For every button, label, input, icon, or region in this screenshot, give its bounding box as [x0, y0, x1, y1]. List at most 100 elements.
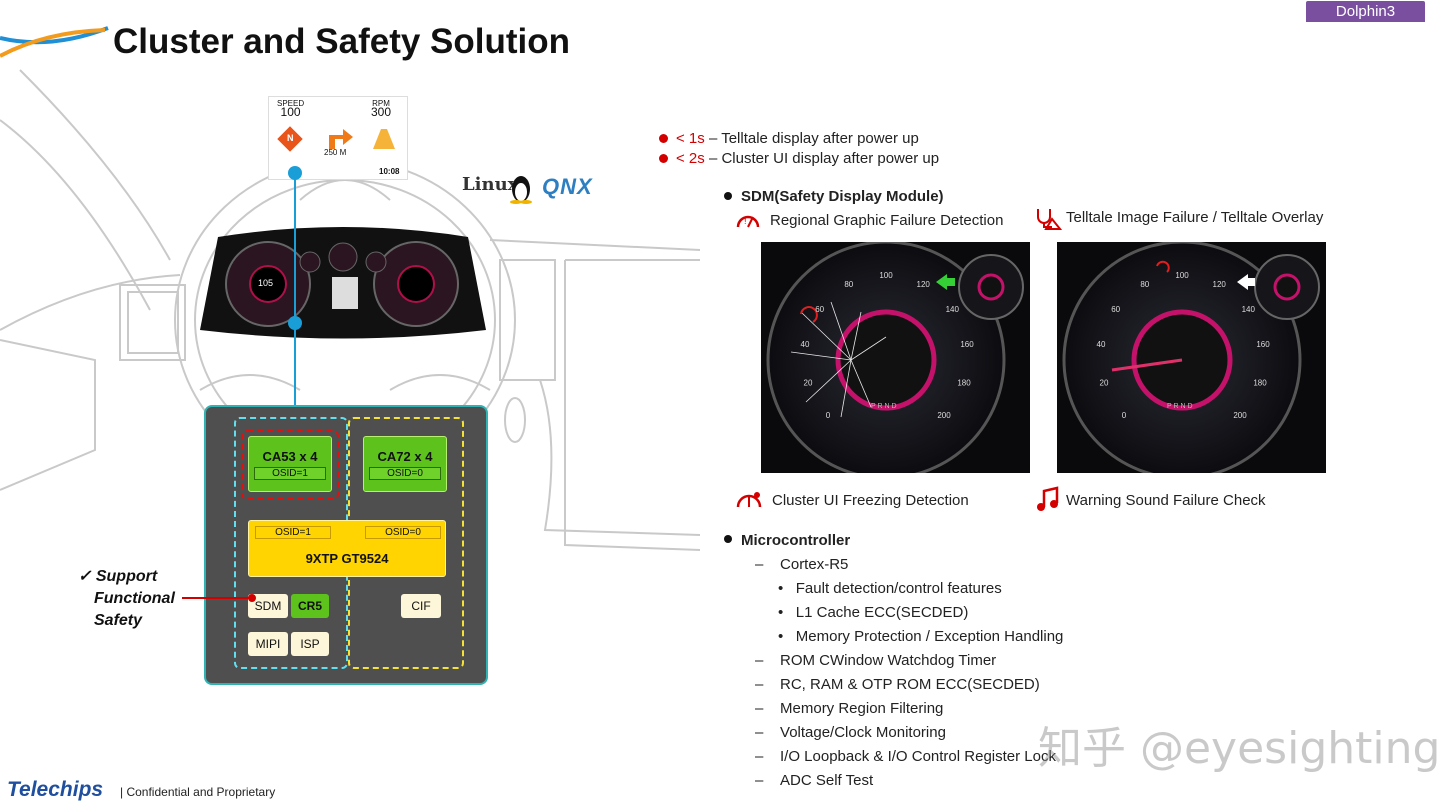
isp-chip: ISP — [291, 632, 329, 656]
cif-chip: CIF — [401, 594, 441, 618]
gauge-tick-label: 100 — [879, 271, 893, 280]
cr5-chip: CR5 — [291, 594, 329, 618]
gauge-tick-label: 80 — [844, 280, 853, 289]
micro-item-2-text: RC, RAM & OTP ROM ECC(SECDED) — [780, 676, 1040, 693]
micro-bullet — [724, 535, 732, 543]
sdm-regional: Regional Graphic Failure Detection — [770, 212, 1004, 229]
micro-item-5: – I/O Loopback & I/O Control Register Lo… — [755, 748, 1056, 765]
ca53-chip: CA53 x 4 OSID=1 — [248, 436, 332, 492]
gauge-tick-label: 40 — [801, 340, 810, 349]
cortex-item-1: • Fault detection/control features — [778, 580, 1002, 597]
gauge-tick-label: 0 — [826, 411, 831, 420]
safety-line-1: Support — [95, 568, 158, 585]
gauge-tick-label: 20 — [1100, 378, 1109, 387]
micro-item-6-text: ADC Self Test — [780, 772, 874, 789]
svg-text:!: ! — [744, 216, 747, 226]
micro-heading: Microcontroller — [741, 532, 851, 549]
gauge-warning-icon: ! — [736, 215, 760, 228]
gauge-tick-label: 180 — [1253, 378, 1267, 387]
micro-item-3-text: Memory Region Filtering — [780, 700, 944, 717]
gauge-tick-label: 120 — [917, 280, 931, 289]
micro-item-4-text: Voltage/Clock Monitoring — [780, 724, 946, 741]
telechips-logo: Telechips — [7, 778, 104, 801]
sdm-freezing: Cluster UI Freezing Detection — [772, 492, 969, 509]
micro-item-3: – Memory Region Filtering — [755, 700, 944, 717]
ca53-label: CA53 x 4 — [262, 449, 318, 464]
boot-item-2: < 2s – Cluster UI display after power up — [676, 150, 939, 167]
gauge-tick-label: 140 — [946, 305, 960, 314]
micro-item-2: – RC, RAM & OTP ROM ECC(SECDED) — [755, 676, 1040, 693]
turn-arrow-icon — [329, 129, 353, 149]
penguin-icon — [510, 176, 532, 204]
music-note-icon — [1037, 486, 1059, 511]
gauge-tick-label: 20 — [804, 378, 813, 387]
cortex-item-3-text: Memory Protection / Exception Handling — [795, 628, 1064, 645]
gauge-tick-label: 80 — [1140, 280, 1149, 289]
micro-item-5-text: I/O Loopback & I/O Control Register Lock — [780, 748, 1056, 765]
micro-cortex: – Cortex-R5 — [755, 556, 849, 573]
check-icon: ✓ — [78, 568, 92, 585]
gear-indicator-2: P R N D — [1167, 403, 1193, 410]
footer-text: | Confidential and Proprietary — [120, 785, 276, 799]
safety-note: ✓ Support Functional Safety — [78, 566, 175, 632]
cluster-display — [200, 227, 486, 339]
gauge-tick-label: 200 — [937, 411, 951, 420]
gauge-tick-label: 100 — [1175, 271, 1189, 280]
cortex-label: Cortex-R5 — [780, 556, 849, 573]
dolphin-badge: Dolphin3 — [1306, 1, 1425, 22]
page-title: Cluster and Safety Solution — [113, 22, 570, 61]
gear-indicator-1: P R N D — [871, 403, 897, 410]
hud-compass: N — [287, 133, 294, 143]
sdm-telltale: Telltale Image Failure / Telltale Overla… — [1066, 209, 1324, 226]
boot-bullet-2 — [659, 154, 668, 163]
gauge-tick-label: 160 — [960, 340, 974, 349]
micro-item-1-text: ROM CWindow Watchdog Timer — [780, 652, 997, 669]
gpu-label: 9XTP GT9524 — [305, 551, 389, 566]
mipi-chip: MIPI — [248, 632, 288, 656]
micro-item-1: – ROM CWindow Watchdog Timer — [755, 652, 997, 669]
cluster-speed: 105 — [258, 278, 274, 288]
sdm-heading: SDM(Safety Display Module) — [741, 188, 944, 205]
gauge-tick-label: 120 — [1213, 280, 1227, 289]
gauge-clock-icon — [736, 492, 762, 508]
cortex-item-3: • Memory Protection / Exception Handling — [778, 628, 1064, 645]
gauge-tick-label: 0 — [1122, 411, 1127, 420]
safety-line-2: Functional — [94, 590, 175, 607]
safety-arrow — [182, 594, 256, 602]
ca72-osid: OSID=0 — [369, 467, 441, 480]
dashboard-illustration — [0, 69, 700, 551]
connection-line — [288, 166, 302, 423]
boot-time-2: < 2s — [676, 150, 705, 167]
gauge-tick-label: 200 — [1233, 411, 1247, 420]
gauge-tick-label: 140 — [1242, 305, 1256, 314]
boot-text-1: – Telltale display after power up — [708, 130, 919, 147]
sdm-sound: Warning Sound Failure Check — [1066, 492, 1266, 509]
regional-failure-image: 0 20 40 60 80 100 120 140 160 180 200 P R N D — [761, 242, 1030, 473]
hud-rpm: 300 — [371, 105, 392, 119]
gauge-tick-label: 40 — [1097, 340, 1106, 349]
hud-display: SPEED 100 RPM 300 N 250 M 10:08 — [268, 96, 408, 180]
boot-item-1: < 1s – Telltale display after power up — [676, 130, 919, 147]
gauge-tick-label: 180 — [957, 378, 971, 387]
micro-item-4: – Voltage/Clock Monitoring — [755, 724, 946, 741]
header-swoosh — [0, 26, 109, 58]
hud-time: 10:08 — [379, 167, 400, 176]
lane-icon — [373, 129, 395, 149]
telltale-failure-image: 0 20 40 60 80 100 120 140 160 180 200 P R N D — [1057, 242, 1326, 473]
cortex-item-2-text: L1 Cache ECC(SECDED) — [795, 604, 969, 621]
gauge-tick-label: 60 — [815, 305, 824, 314]
ca53-osid: OSID=1 — [254, 467, 326, 480]
gpu-chip: OSID=1 OSID=0 9XTP GT9524 — [248, 520, 446, 577]
boot-time-1: < 1s — [676, 130, 705, 147]
micro-item-6: – ADC Self Test — [755, 772, 874, 789]
safety-line-3: Safety — [94, 612, 143, 629]
hud-rpm-label: RPM — [372, 99, 390, 108]
gauge-tick-label: 160 — [1256, 340, 1270, 349]
stethoscope-icon — [1037, 209, 1062, 230]
gpu-osid0: OSID=0 — [365, 526, 441, 539]
gauge-tick-label: 60 — [1111, 305, 1120, 314]
cortex-item-1-text: Fault detection/control features — [795, 580, 1002, 597]
sdm-bullet — [724, 192, 732, 200]
gpu-osid1: OSID=1 — [255, 526, 331, 539]
qnx-logo: QNX — [542, 174, 593, 199]
